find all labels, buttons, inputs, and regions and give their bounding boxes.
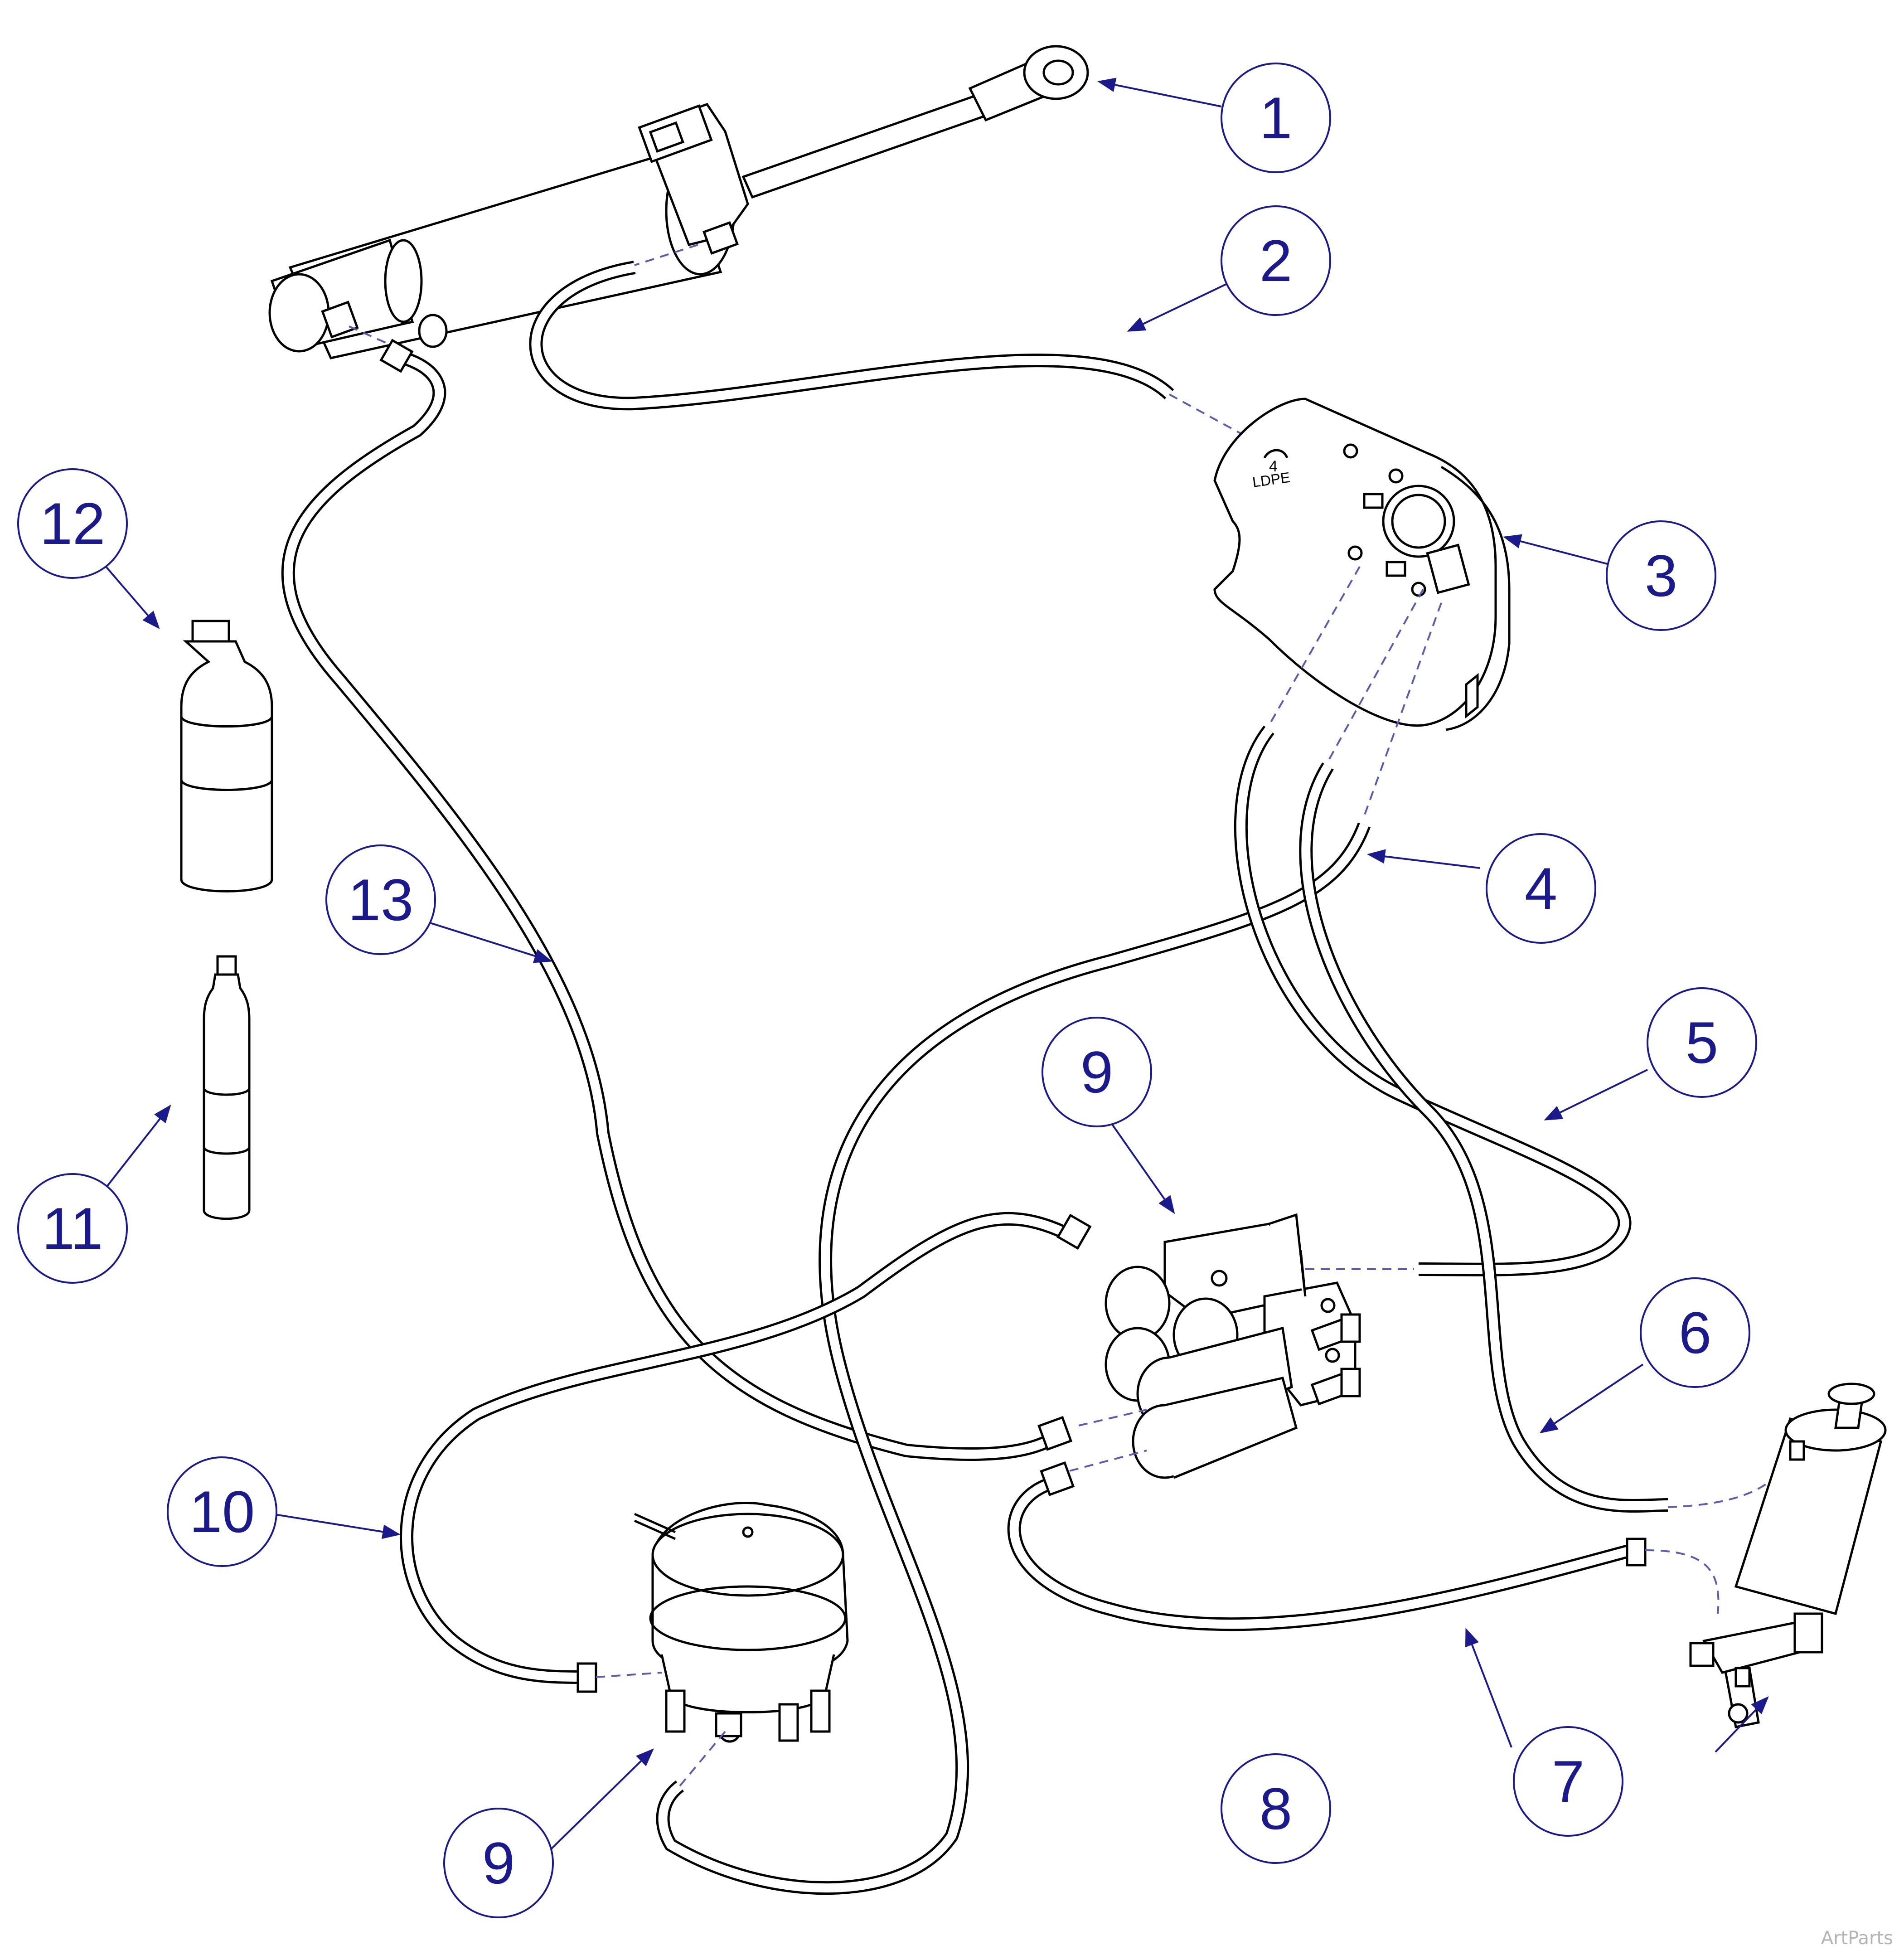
fluid-bottle-small [203, 955, 251, 1220]
cylinder-leader-dashes [349, 244, 698, 345]
callout-7: 7 [1552, 1748, 1584, 1814]
recycle-code: 4 [1269, 458, 1278, 475]
callout-1: 1 [1260, 85, 1292, 151]
callout-5: 5 [1686, 1009, 1718, 1076]
callout-3: 3 [1645, 543, 1677, 609]
hose-part-5 [1234, 725, 1632, 1276]
callout-circles [17, 63, 1757, 1918]
hydraulic-cylinder-bottom [1689, 1383, 1887, 1728]
reservoir-leader-dashes [1268, 566, 1442, 816]
callout-11: 11 [42, 1195, 103, 1261]
hose-part-13 [281, 339, 1073, 1461]
reservoir [1213, 398, 1511, 731]
hose-part-4 [656, 822, 1371, 1895]
callout-arrows [101, 78, 1769, 1853]
callout-4: 4 [1525, 855, 1557, 922]
hose-part-8 [1007, 1461, 1647, 1631]
hydraulic-cylinder-top [268, 45, 1089, 359]
hose-part-10 [400, 1212, 1092, 1693]
callout-6: 6 [1679, 1300, 1711, 1366]
hose-part-6 [1299, 762, 1668, 1513]
callout-2: 2 [1260, 228, 1292, 294]
callout-8: 8 [1260, 1776, 1292, 1842]
valve-block [1105, 1213, 1361, 1479]
pump-leader-dashes [596, 1672, 726, 1787]
callout-9-valve: 9 [1080, 1039, 1113, 1105]
fluid-bottle-large [180, 620, 273, 893]
callout-labels: 1 2 3 4 5 6 7 8 9 9 10 11 12 13 [40, 85, 1718, 1896]
callout-10: 10 [189, 1479, 255, 1545]
callout-12: 12 [40, 490, 106, 557]
pump-unit [634, 1502, 849, 1743]
callout-9-pump: 9 [482, 1830, 515, 1896]
callout-13: 13 [348, 867, 414, 933]
watermark: ArtParts [1821, 1928, 1893, 1949]
valve-leader-dashes [1069, 1268, 1791, 1614]
